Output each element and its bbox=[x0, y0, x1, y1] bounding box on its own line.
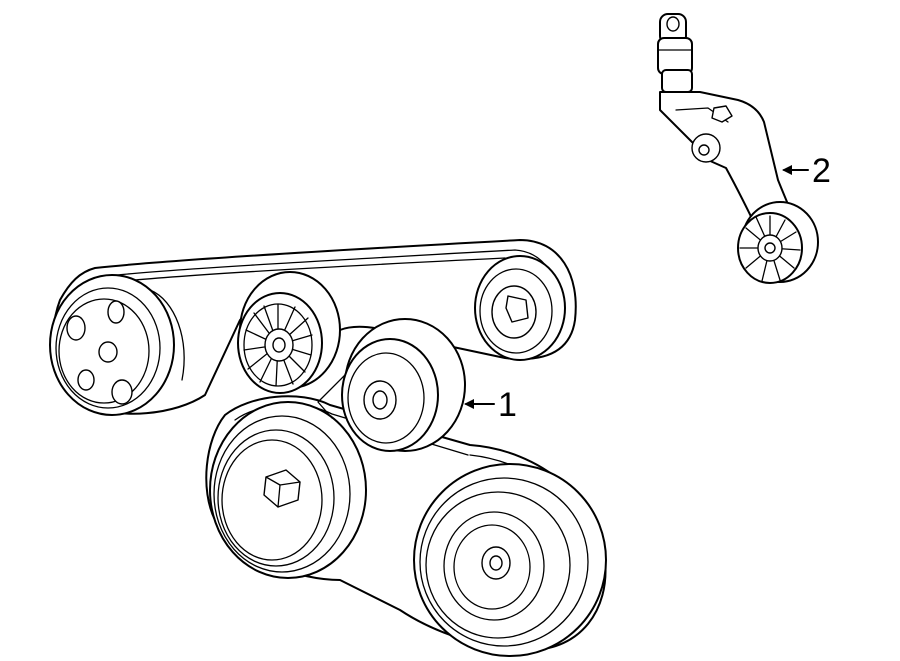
serpentine-belt-assembly: 1 bbox=[49, 239, 607, 657]
belt-tensioner-assembly: 2 bbox=[657, 13, 831, 284]
tensioner-upper-mount bbox=[657, 13, 693, 93]
crankshaft-pulley bbox=[209, 401, 367, 579]
callout-2: 2 bbox=[782, 152, 831, 190]
ribbed-idler-pulley bbox=[237, 271, 341, 394]
large-drive-pulley bbox=[413, 463, 607, 657]
power-steering-pulley bbox=[49, 274, 185, 416]
callout-2-label: 2 bbox=[812, 152, 831, 190]
callout-1: 1 bbox=[464, 386, 517, 424]
upper-right-pulley bbox=[474, 255, 566, 361]
callout-1-label: 1 bbox=[498, 386, 517, 424]
tensioner-pulley bbox=[737, 201, 819, 284]
belt-tensioner-pulley bbox=[317, 318, 466, 452]
